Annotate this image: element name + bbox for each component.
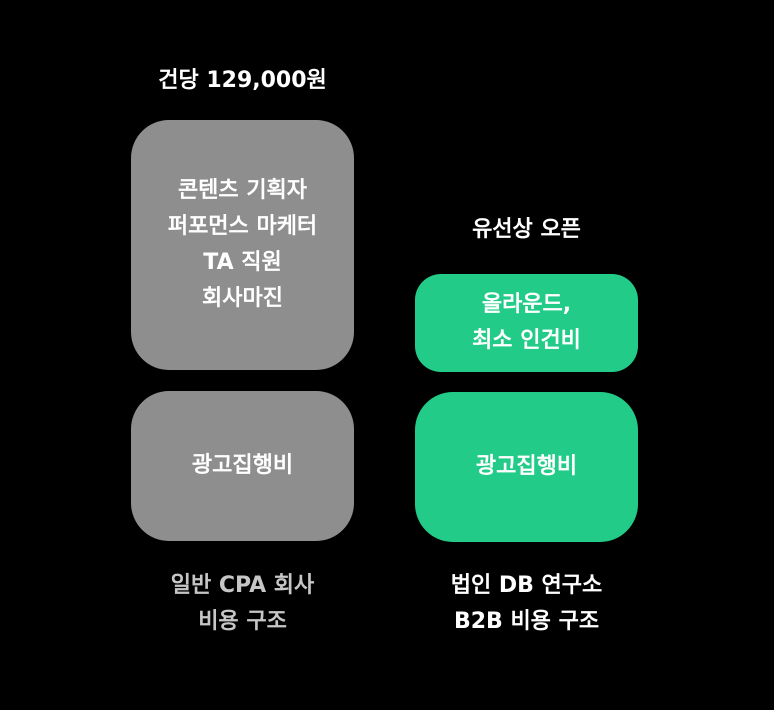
right-cost-line-1: 올라운드, bbox=[481, 292, 572, 317]
right-caption-line-2: B2B 비용 구조 bbox=[453, 609, 600, 634]
left-cost-line-1: 콘텐츠 기획자 bbox=[177, 178, 308, 203]
left-caption-line-1: 일반 CPA 회사 bbox=[170, 573, 315, 598]
left-cost-line-4: 회사마진 bbox=[202, 286, 283, 311]
right-cost-line-2: 최소 인건비 bbox=[472, 328, 581, 353]
right-caption-line-1: 법인 DB 연구소 bbox=[450, 573, 603, 598]
left-cost-box: 콘텐츠 기획자 퍼포먼스 마케터 TA 직원 회사마진 bbox=[131, 120, 354, 370]
left-ad-spend-box: 광고집행비 bbox=[131, 391, 354, 541]
right-header-label: 유선상 오픈 bbox=[472, 217, 581, 242]
left-cost-line-2: 퍼포먼스 마케터 bbox=[167, 214, 318, 239]
right-ad-spend-label: 광고집행비 bbox=[475, 454, 578, 479]
left-price-label: 건당 129,000원 bbox=[158, 68, 327, 93]
left-cost-line-3: TA 직원 bbox=[203, 250, 282, 275]
right-ad-spend-box: 광고집행비 bbox=[415, 392, 638, 542]
right-cost-box: 올라운드, 최소 인건비 bbox=[415, 274, 638, 372]
left-ad-spend-label: 광고집행비 bbox=[191, 453, 294, 478]
left-caption-line-2: 비용 구조 bbox=[198, 609, 287, 634]
